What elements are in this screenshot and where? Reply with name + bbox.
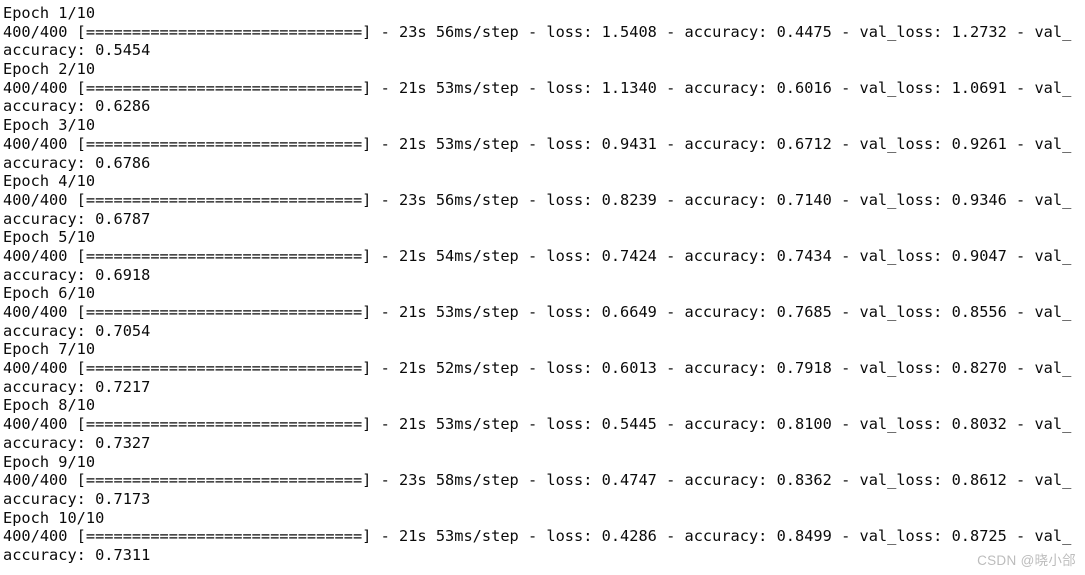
- console-line: accuracy: 0.6286: [3, 97, 151, 116]
- console-line: 400/400 [==============================]…: [3, 246, 1072, 265]
- console-line: Epoch 3/10: [3, 116, 96, 135]
- console-line: Epoch 8/10: [3, 396, 96, 415]
- console-line: 400/400 [==============================]…: [3, 415, 1072, 434]
- console-line: 400/400 [==============================]…: [3, 78, 1072, 97]
- console-line: 400/400 [==============================]…: [3, 303, 1072, 321]
- console-line: Epoch 4/10: [3, 172, 96, 191]
- console-line: accuracy: 0.7173: [3, 489, 151, 508]
- console-line: accuracy: 0.7054: [3, 321, 151, 340]
- console-line: 400/400 [==============================]…: [3, 22, 1072, 41]
- console-line: 400/400 [==============================]…: [3, 190, 1072, 209]
- console-line: Epoch 9/10: [3, 452, 96, 471]
- console-line: 400/400 [==============================]…: [3, 359, 1072, 378]
- console-line: accuracy: 0.7311: [3, 545, 151, 564]
- console-line: accuracy: 0.7327: [3, 433, 151, 452]
- console-line: accuracy: 0.6787: [3, 209, 151, 228]
- console-line: Epoch 6/10: [3, 284, 96, 303]
- console-line: 400/400 [==============================]…: [3, 471, 1072, 490]
- watermark: CSDN @晓小郃: [977, 553, 1076, 568]
- console-line: accuracy: 0.7217: [3, 377, 151, 396]
- console-line: Epoch 10/10: [3, 508, 105, 527]
- console-line: Epoch 2/10: [3, 60, 96, 79]
- console-line: accuracy: 0.6918: [3, 265, 151, 284]
- console-line: accuracy: 0.6786: [3, 153, 151, 172]
- console-line: 400/400 [==============================]…: [3, 134, 1072, 153]
- console-line: Epoch 7/10: [3, 340, 96, 359]
- console-line: Epoch 5/10: [3, 228, 96, 247]
- console-line: Epoch 1/10: [3, 4, 96, 22]
- console-line: accuracy: 0.5454: [3, 41, 151, 60]
- console-line: 400/400 [==============================]…: [3, 527, 1072, 546]
